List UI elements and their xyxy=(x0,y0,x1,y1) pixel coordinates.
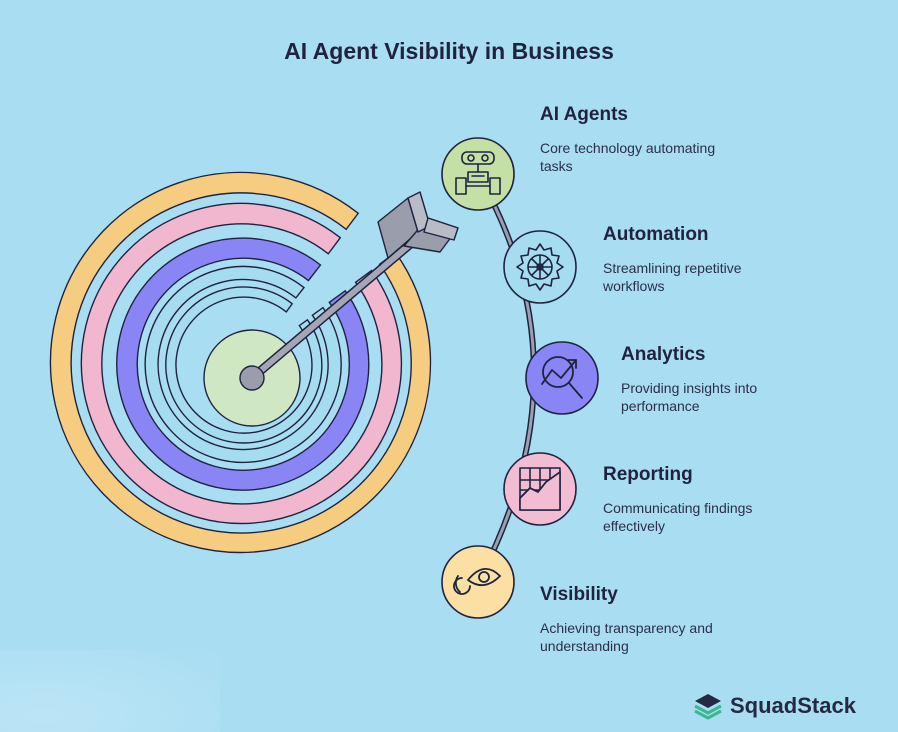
eye-icon xyxy=(453,568,502,595)
chart-report-icon xyxy=(519,467,561,511)
item-circle-visibility xyxy=(441,545,515,619)
item-desc-ai-agents: Core technology automating tasks xyxy=(540,140,716,174)
brand-logo: SquadStack xyxy=(694,690,856,722)
target-ring-pink xyxy=(80,202,402,525)
robot-icon xyxy=(455,151,501,195)
item-title-analytics: Analytics xyxy=(621,344,706,365)
item-title-ai-agents: AI Agents xyxy=(540,104,628,125)
squadstack-logo-icon xyxy=(694,694,722,720)
item-title-automation: Automation xyxy=(603,224,709,245)
brand-name: SquadStack xyxy=(730,693,856,718)
item-circle-ai-agents xyxy=(441,137,515,211)
item-desc-visibility: Achieving transparency and understanding xyxy=(540,620,713,654)
item-title-visibility: Visibility xyxy=(540,584,618,605)
arrow xyxy=(239,191,459,391)
analytics-magnifier-icon xyxy=(541,356,583,399)
item-title-reporting: Reporting xyxy=(603,464,693,485)
target-ring-outer xyxy=(49,171,432,554)
item-desc-reporting: Communicating findings effectively xyxy=(603,500,753,534)
target xyxy=(49,171,432,554)
target-ring-inner xyxy=(165,286,323,444)
page-title: AI Agent Visibility in Business xyxy=(284,38,614,64)
item-desc-analytics: Providing insights into performance xyxy=(621,380,758,414)
background-glow xyxy=(0,650,220,732)
item-desc-automation: Streamlining repetitive workflows xyxy=(603,260,742,294)
gear-icon xyxy=(516,243,564,291)
